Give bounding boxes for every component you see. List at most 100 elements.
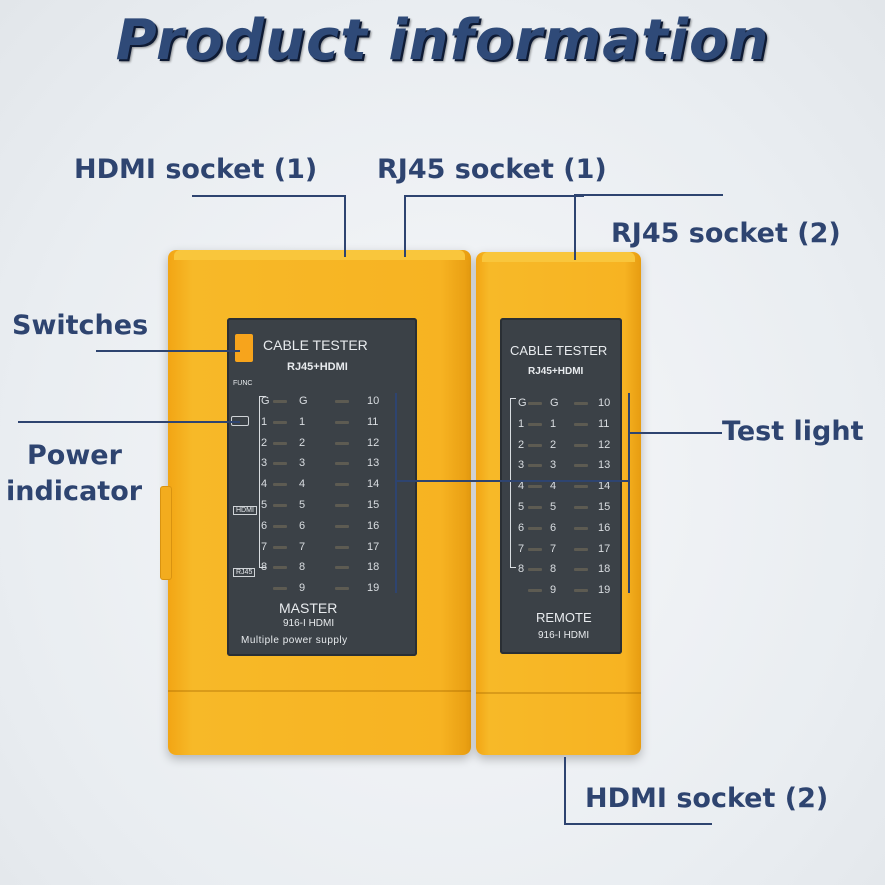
func-switch[interactable] [235,334,253,362]
master-heading: CABLE TESTER [263,337,368,353]
led-number: 2 [518,438,525,451]
line-rj45-1-h [404,195,584,197]
led-number: 5 [299,499,306,511]
led-number: 5 [518,501,525,513]
led-number: 18 [367,561,380,574]
master-subheading: RJ45+HDMI [287,361,348,373]
led-number: 11 [367,415,379,428]
label-power-line1: Power [27,440,122,471]
line-hdmi-2-h [564,823,712,825]
led-number: 16 [367,519,380,532]
led-number: 8 [550,563,557,576]
test-light-led [574,464,588,468]
line-hdmi-2-v [564,757,566,825]
test-light-led [273,441,287,445]
test-light-led [528,402,542,405]
test-light-led [335,400,349,403]
led-number: 1 [299,415,306,428]
test-light-led [528,464,542,468]
line-rj45-2-v [574,194,576,260]
led-number: 15 [598,501,611,513]
master-power-text: Multiple power supply [241,635,348,646]
remote-name: REMOTE [536,610,592,625]
test-light-led [528,422,542,426]
test-light-led [528,526,542,530]
test-light-led [335,483,349,487]
label-hdmi-socket-1: HDMI socket (1) [74,154,318,185]
line-power [18,421,240,423]
test-light-led [528,506,542,509]
page-title: Product information [115,8,770,73]
test-light-led [273,587,287,591]
label-switches: Switches [12,310,149,341]
led-number: 10 [367,395,380,407]
led-number: 17 [367,540,380,553]
test-light-led [335,524,349,528]
led-number: 2 [550,438,557,451]
master-seam [168,690,471,692]
led-number: 18 [598,563,611,576]
led-number: 14 [598,480,611,493]
hdmi-tag: HDMI [233,506,257,515]
test-light-led [273,420,287,424]
led-number: 4 [518,480,525,493]
remote-subheading: RJ45+HDMI [528,366,584,377]
test-light-led [273,400,287,403]
line-rj45-2-h [575,194,723,196]
led-number: 19 [367,582,380,595]
remote-seam [476,692,641,694]
led-number: 4 [550,480,557,493]
led-number: 4 [261,478,268,491]
test-light-led [528,589,542,593]
line-master-bracket [395,393,397,593]
led-number: 13 [367,457,380,470]
label-power-line2: indicator [6,476,143,507]
led-number: 9 [299,582,306,595]
led-number: G [261,395,270,407]
test-light-led [273,524,287,528]
line-switches [96,350,240,352]
led-number: 2 [299,436,306,449]
led-number: 13 [598,459,611,472]
func-label: FUNC [233,380,253,387]
test-light-led [335,566,349,570]
led-number: 1 [261,415,268,428]
led-number: 7 [299,540,306,553]
led-number: 7 [261,540,268,553]
master-name: MASTER [279,600,338,616]
test-light-led [335,420,349,424]
led-number: 5 [550,501,557,513]
led-number: 17 [598,542,611,555]
remote-heading: CABLE TESTER [510,343,608,358]
label-hdmi-socket-2: HDMI socket (2) [585,783,829,814]
led-number: 3 [518,459,525,472]
led-number: 1 [550,417,557,430]
test-light-led [273,566,287,570]
led-number: 15 [367,499,380,511]
test-light-led [574,547,588,551]
led-number: 9 [550,584,557,597]
led-number: 6 [261,519,268,532]
master-side-slider[interactable] [160,486,172,580]
led-row: 4 4 14 [500,477,622,495]
test-light-led [528,443,542,447]
led-number: 8 [299,561,306,574]
led-number: 1 [518,417,525,430]
